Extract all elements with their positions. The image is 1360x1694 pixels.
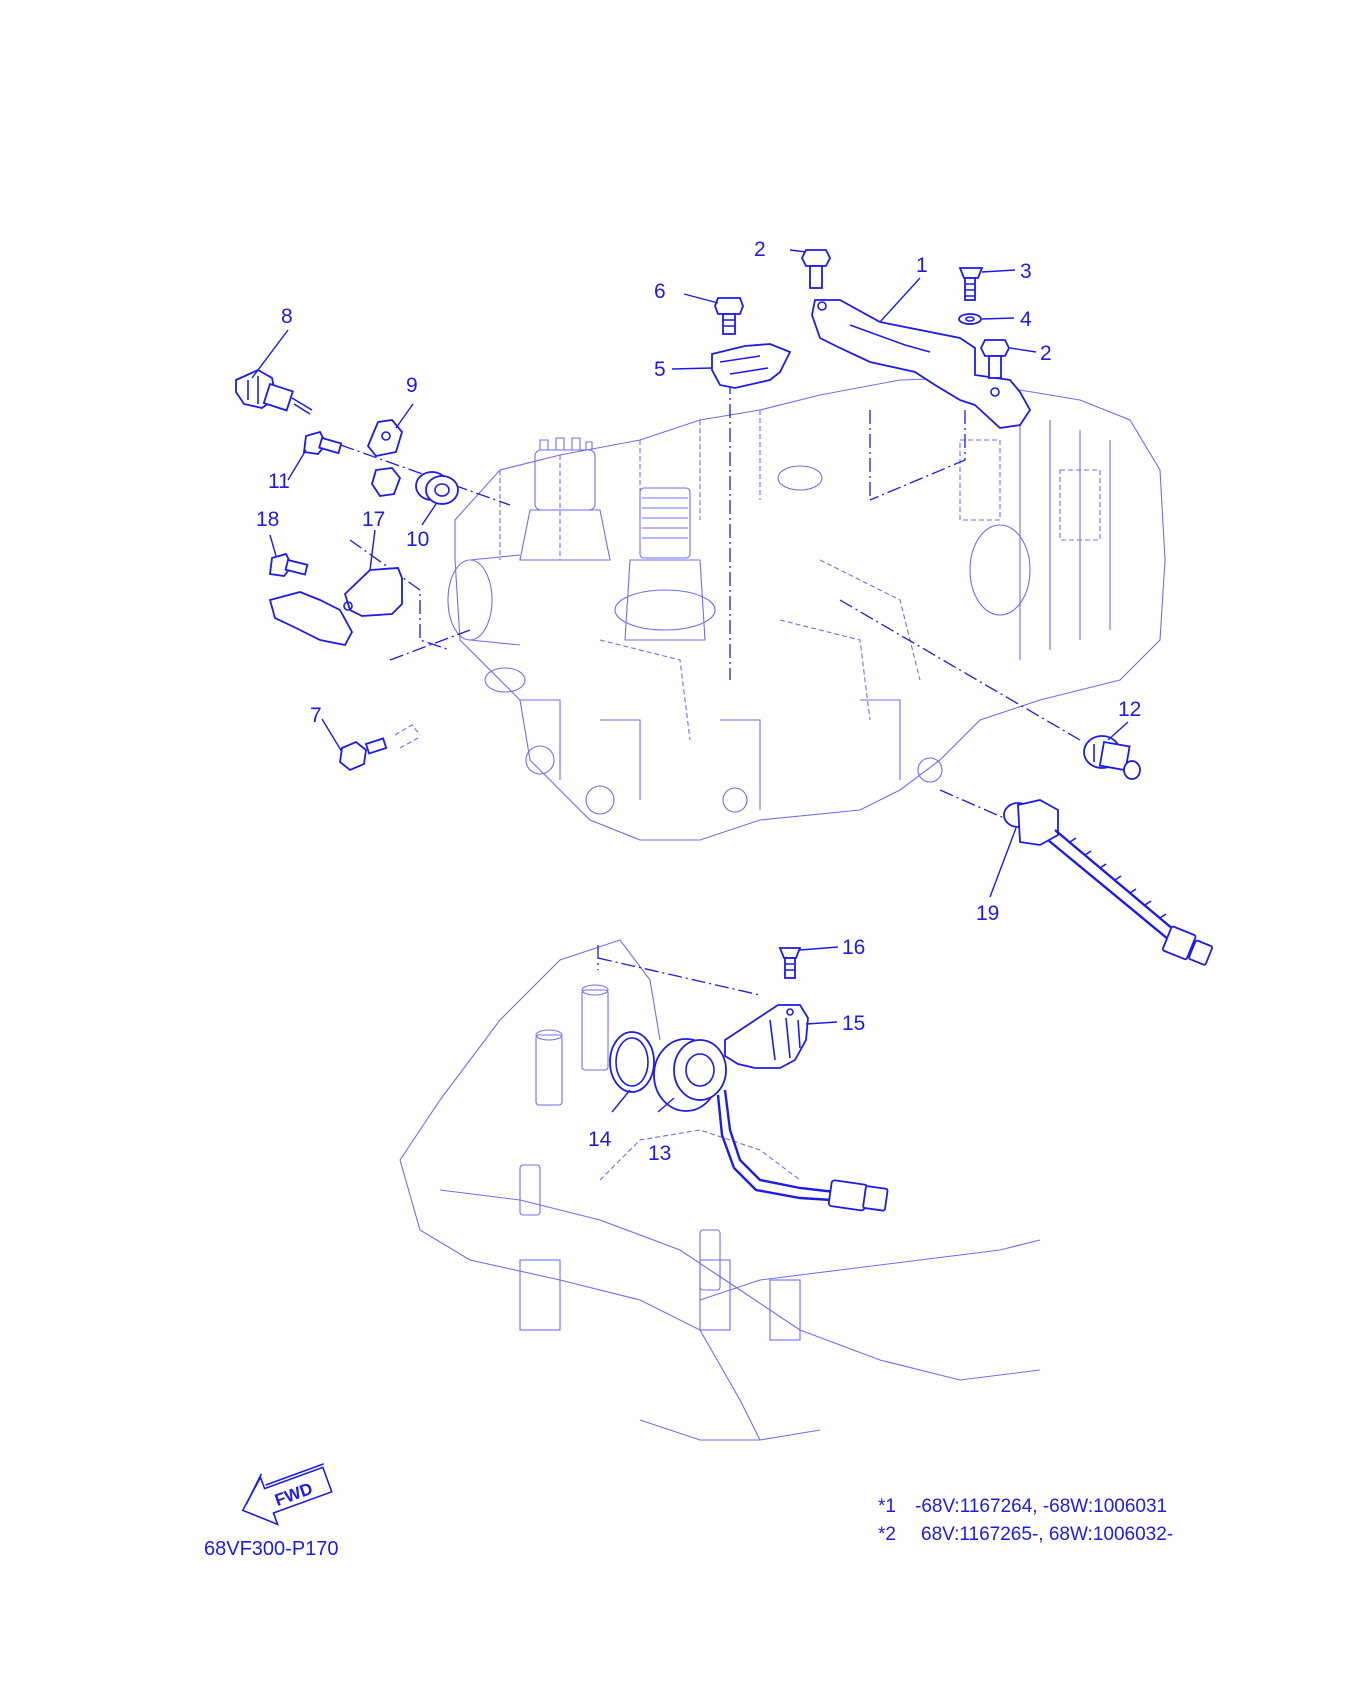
- callout-5: 5: [654, 358, 666, 381]
- callout-9: 9: [406, 374, 418, 397]
- footnote-2-text: 68V:1167265-, 68W:1006032-: [921, 1524, 1173, 1545]
- callout-15: 15: [842, 1012, 865, 1035]
- part-11-bolt: [302, 430, 343, 455]
- footnotes: *1 -68V:1167264, -68W:1006031 *2 68V:116…: [878, 1496, 1173, 1545]
- footnote-2-marker: *2: [878, 1524, 896, 1545]
- callout-17: 17: [362, 508, 385, 531]
- bracket-posts: [519, 984, 721, 1291]
- fwd-arrow: FWD: [241, 1463, 333, 1526]
- part-9-bracket: [366, 419, 404, 497]
- part-5-cover: [711, 343, 792, 389]
- part-10-collar: [415, 471, 459, 505]
- threaded-shaft: [614, 487, 716, 641]
- callout-19: 19: [976, 902, 999, 925]
- part-4-washer: [958, 313, 982, 325]
- callout-2-right: 2: [1040, 342, 1052, 365]
- part-12-switch: [1083, 735, 1141, 780]
- callout-14: 14: [588, 1128, 612, 1151]
- gear-shape: [519, 437, 611, 561]
- callout-8: 8: [281, 305, 293, 328]
- reference-code: 68VF300-P170: [204, 1538, 339, 1560]
- assembly-lines: [317, 380, 1081, 996]
- part-18-bolt: [268, 552, 309, 577]
- callout-6: 6: [654, 280, 666, 303]
- part-2-bolt-upper: [800, 249, 832, 289]
- callout-1: 1: [916, 254, 928, 277]
- part-16-screw: [778, 947, 802, 979]
- footnote-1-marker: *1: [878, 1496, 896, 1517]
- callout-2-upper: 2: [754, 238, 766, 261]
- part-17-plate: [268, 567, 403, 647]
- footnote-1-text: -68V:1167264, -68W:1006031: [915, 1496, 1167, 1517]
- leader-lines: [251, 249, 1129, 1113]
- callout-11: 11: [268, 470, 290, 493]
- part-19-knock-sensor: [1003, 799, 1213, 966]
- part-2-bolt-right: [979, 339, 1011, 379]
- part-8-sensor: [235, 368, 313, 415]
- part-15-clip-bracket: [724, 1004, 809, 1069]
- callout-16: 16: [842, 936, 865, 959]
- callout-12: 12: [1118, 698, 1141, 721]
- part-14-o-ring: [609, 1031, 655, 1093]
- callout-3: 3: [1020, 260, 1032, 283]
- callout-numbers: 1 2 2 3 4 5 6 7 8 9 10 11 12 13 14 15 16…: [256, 238, 1141, 1165]
- part-6-bolt: [714, 297, 744, 335]
- part-1-bracket-plate: [811, 299, 1032, 429]
- part-13-sensor-harness: [653, 1038, 889, 1212]
- engine-block-outline: [447, 377, 1166, 841]
- callout-13: 13: [648, 1142, 671, 1165]
- part-7-bolt: [339, 724, 421, 772]
- callout-10: 10: [406, 528, 429, 551]
- part-3-screw: [958, 267, 984, 301]
- callout-7: 7: [310, 704, 322, 727]
- callout-4: 4: [1020, 308, 1032, 331]
- callout-18: 18: [256, 508, 279, 531]
- lower-bracket-outline: [399, 939, 1041, 1441]
